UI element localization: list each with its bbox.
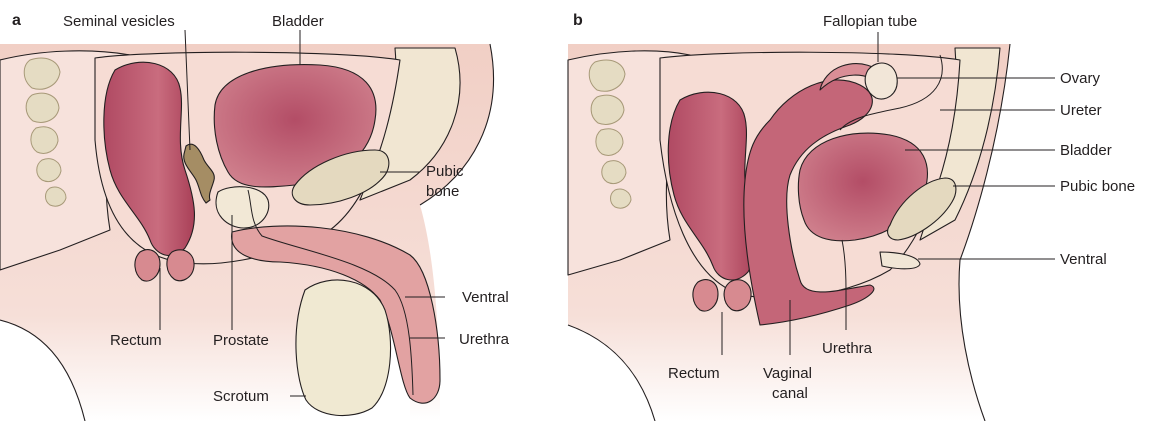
label-fallopian-tube: Fallopian tube <box>823 13 917 30</box>
scrotum-shape <box>296 280 391 416</box>
label-ureter: Ureter <box>1060 102 1102 119</box>
panel-a: a Seminal vesicles Bladder Pubic bone Re… <box>0 12 510 421</box>
label-pubic-bone-b: Pubic bone <box>1060 178 1135 195</box>
label-vaginal-canal-line2: canal <box>772 385 808 402</box>
label-prostate: Prostate <box>213 332 269 349</box>
label-pubic-bone-a-line1: Pubic <box>426 163 464 180</box>
panel-b: b Fallopian tube Ovary Ureter Bladder Pu… <box>568 12 1135 421</box>
label-rectum-a: Rectum <box>110 332 162 349</box>
label-ventral-b: Ventral <box>1060 251 1107 268</box>
label-bladder-b: Bladder <box>1060 142 1112 159</box>
label-seminal-vesicles: Seminal vesicles <box>63 13 175 30</box>
panel-letter-b: b <box>573 12 583 29</box>
label-urethra-a: Urethra <box>459 331 510 348</box>
ovary-shape <box>865 63 897 99</box>
label-vaginal-canal-line1: Vaginal <box>763 365 812 382</box>
label-pubic-bone-a-line2: bone <box>426 183 459 200</box>
panel-letter-a: a <box>12 12 21 29</box>
label-bladder-a: Bladder <box>272 13 324 30</box>
label-urethra-b: Urethra <box>822 340 873 357</box>
label-ovary: Ovary <box>1060 70 1101 87</box>
label-ventral-a: Ventral <box>462 289 509 306</box>
label-rectum-b: Rectum <box>668 365 720 382</box>
label-scrotum: Scrotum <box>213 388 269 405</box>
